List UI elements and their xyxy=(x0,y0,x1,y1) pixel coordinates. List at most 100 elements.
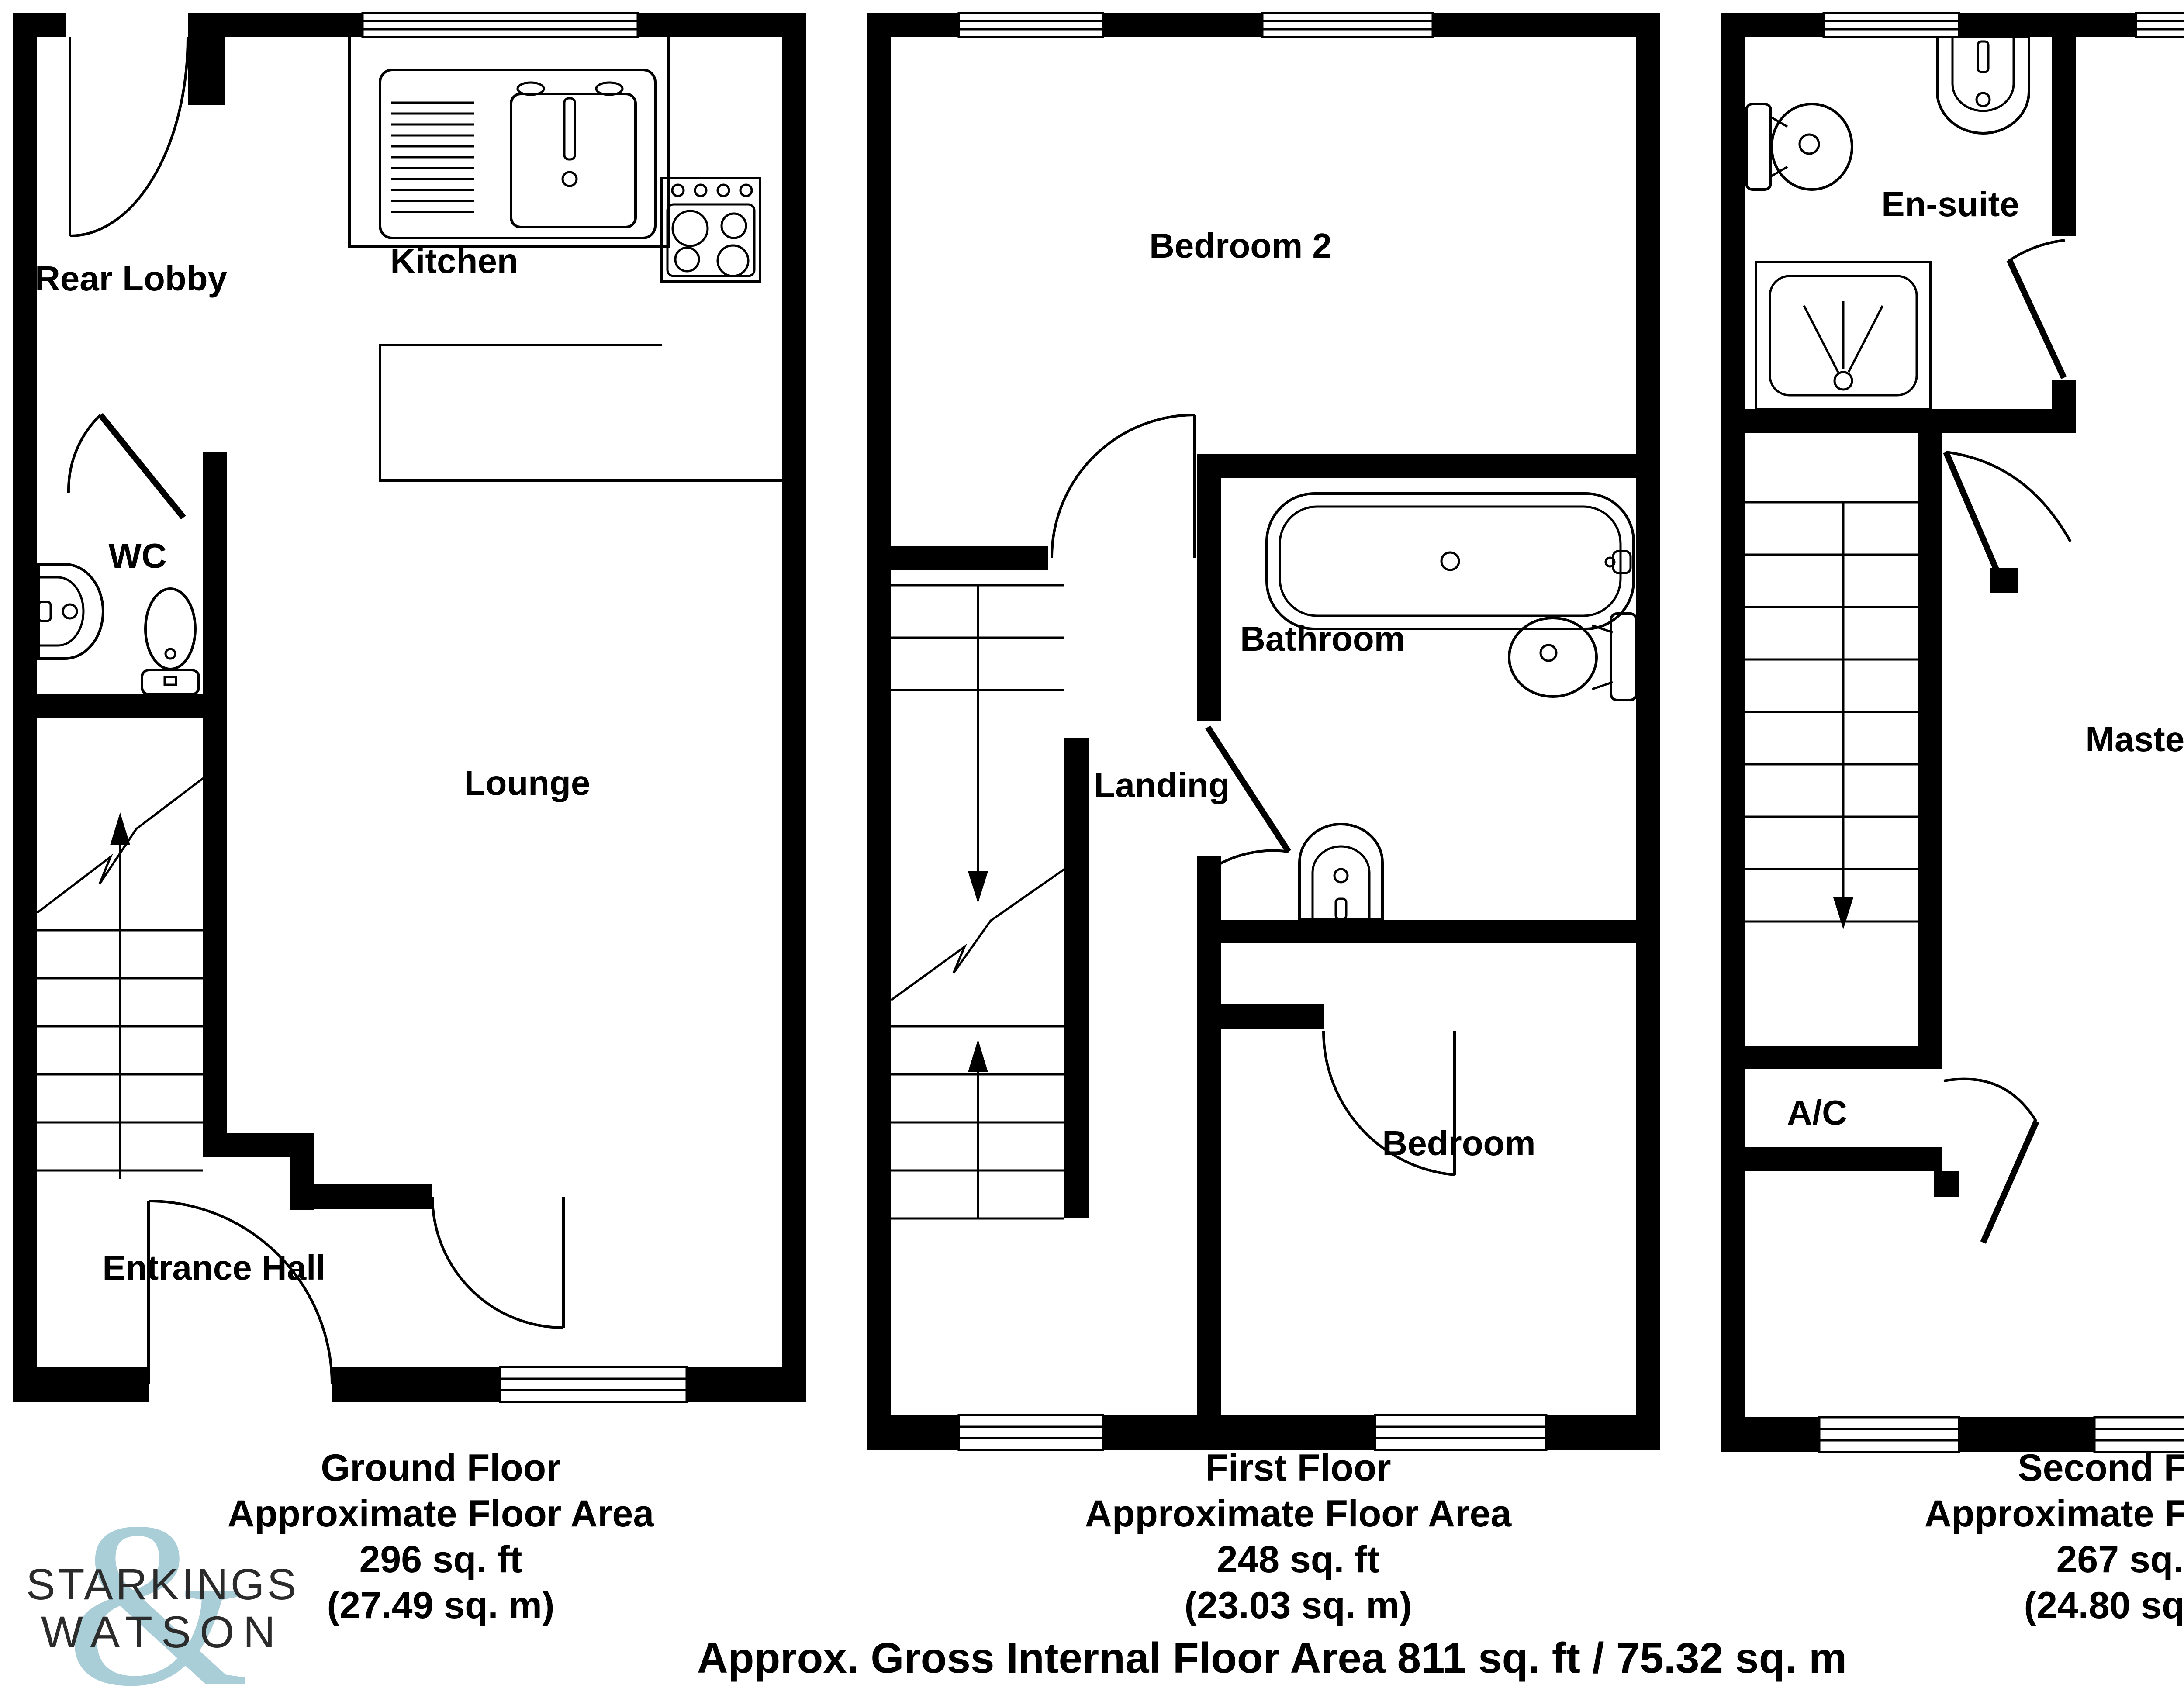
wall xyxy=(687,1367,806,1402)
floor-title-second: Second Floor Approximate Floor Area 267 … xyxy=(1925,1447,2184,1626)
floor-title-line: (24.80 sq. m) xyxy=(2024,1584,2184,1626)
room-label-bedroom: Bedroom xyxy=(1382,1124,1535,1163)
wall xyxy=(332,1367,500,1402)
floor-title-first: First Floor Approximate Floor Area 248 s… xyxy=(1085,1447,1512,1626)
window xyxy=(2135,12,2184,38)
wall xyxy=(203,1133,314,1157)
wall xyxy=(867,1415,959,1450)
wall xyxy=(1197,920,1660,943)
wc-sink xyxy=(37,563,104,660)
floor-title-ground: Ground Floor Approximate Floor Area 296 … xyxy=(228,1447,655,1626)
kitchen-counter xyxy=(348,37,782,482)
floor-title-line: Ground Floor xyxy=(321,1447,560,1489)
wall xyxy=(1959,1417,2094,1452)
wc-toilet xyxy=(141,587,200,696)
staircase-ground xyxy=(36,777,204,1179)
wall xyxy=(867,13,891,1450)
stair-up-arrow xyxy=(968,1039,988,1072)
first-floor-plan: Bedroom 2 Bathroom Landing Bedroom xyxy=(867,12,1660,1451)
window xyxy=(957,1414,1104,1451)
window xyxy=(1374,1414,1548,1451)
shower xyxy=(1755,261,1932,411)
wall xyxy=(1721,1046,1942,1069)
wall xyxy=(782,13,806,1402)
lounge-door xyxy=(431,1196,565,1329)
room-label-bathroom: Bathroom xyxy=(1240,619,1405,658)
ac-closet-door xyxy=(1943,1077,2039,1244)
room-label-ensuite: En-suite xyxy=(1881,185,2019,224)
room-label-lounge: Lounge xyxy=(464,763,591,802)
wall xyxy=(290,1157,314,1210)
wall xyxy=(1636,13,1660,1450)
staircase-second xyxy=(1745,501,1918,929)
ensuite-sink xyxy=(1936,36,2030,135)
window xyxy=(361,12,639,38)
wall xyxy=(867,13,959,37)
kitchen-sink xyxy=(379,69,657,239)
floor-title-line: 267 sq. ft xyxy=(2056,1539,2184,1581)
logo-line2: WATSON xyxy=(41,1607,284,1657)
stair-down-arrow xyxy=(968,871,988,903)
master-bedroom-door xyxy=(1943,451,2072,593)
wall xyxy=(1103,1415,1375,1450)
room-label-wc: WC xyxy=(108,536,166,575)
wall-door-pier xyxy=(188,13,225,105)
wall xyxy=(1197,454,1660,478)
wc-door xyxy=(67,413,186,520)
floor-title-line: Second Floor xyxy=(2018,1447,2184,1489)
wall xyxy=(1721,409,2076,433)
floor-title-line: (27.49 sq. m) xyxy=(327,1584,555,1626)
wall xyxy=(13,694,227,718)
window xyxy=(957,12,1104,38)
wall xyxy=(1959,13,2136,37)
wall xyxy=(1918,433,1942,1069)
floor-title-line: 296 sq. ft xyxy=(359,1539,522,1581)
wall xyxy=(1721,1417,1819,1452)
wall xyxy=(638,13,806,37)
rear-door xyxy=(69,37,189,237)
room-label-ac: A/C xyxy=(1787,1093,1847,1132)
window xyxy=(499,1366,688,1403)
wall xyxy=(1721,13,1824,37)
stair-down-arrow xyxy=(1833,897,1853,929)
bath xyxy=(1265,492,1635,630)
second-floor-plan: En-suite Master Bedroom A/C xyxy=(1721,12,2184,1453)
ensuite-toilet xyxy=(1745,103,1853,191)
bathroom-door xyxy=(1205,725,1291,873)
room-label-rear-lobby: Rear Lobby xyxy=(35,259,228,298)
wall xyxy=(1934,1171,1959,1197)
window xyxy=(1822,12,1960,38)
wall xyxy=(1721,13,1745,1452)
floor-title-line: Approximate Floor Area xyxy=(1925,1493,2184,1535)
wall xyxy=(1546,1415,1660,1450)
wall xyxy=(13,1367,149,1402)
wall xyxy=(1721,1147,1942,1171)
wall xyxy=(1197,454,1221,721)
ground-floor-plan: Rear Lobby Kitchen WC Lounge Entrance Ha… xyxy=(13,12,806,1403)
wall xyxy=(203,452,227,1157)
bathroom-sink xyxy=(1298,823,1384,921)
wall xyxy=(1197,1004,1324,1029)
room-label-entrance-hall: Entrance Hall xyxy=(102,1248,325,1287)
window xyxy=(1818,1416,1960,1453)
logo-line1: STARKINGS xyxy=(26,1560,299,1609)
bathroom-toilet xyxy=(1508,612,1638,701)
wall xyxy=(1064,738,1089,1218)
floor-title-line: Approximate Floor Area xyxy=(228,1493,655,1535)
room-label-master-bedroom: Master Bedroom xyxy=(2085,720,2184,759)
floor-title-line: First Floor xyxy=(1205,1447,1391,1489)
floor-title-line: 248 sq. ft xyxy=(1217,1539,1380,1581)
staircase-first xyxy=(890,584,1065,1220)
wall xyxy=(13,13,66,37)
wall xyxy=(225,13,363,37)
floor-title-line: Approximate Floor Area xyxy=(1085,1493,1512,1535)
window xyxy=(1261,12,1434,38)
logo: & STARKINGS WATSON xyxy=(26,1474,299,1705)
wall xyxy=(1197,1029,1221,1415)
bedroom-door xyxy=(1322,1030,1456,1176)
wall xyxy=(2052,13,2076,236)
bedroom2-door xyxy=(1051,414,1196,558)
stair-up-arrow xyxy=(110,812,130,845)
window xyxy=(2093,1416,2184,1453)
